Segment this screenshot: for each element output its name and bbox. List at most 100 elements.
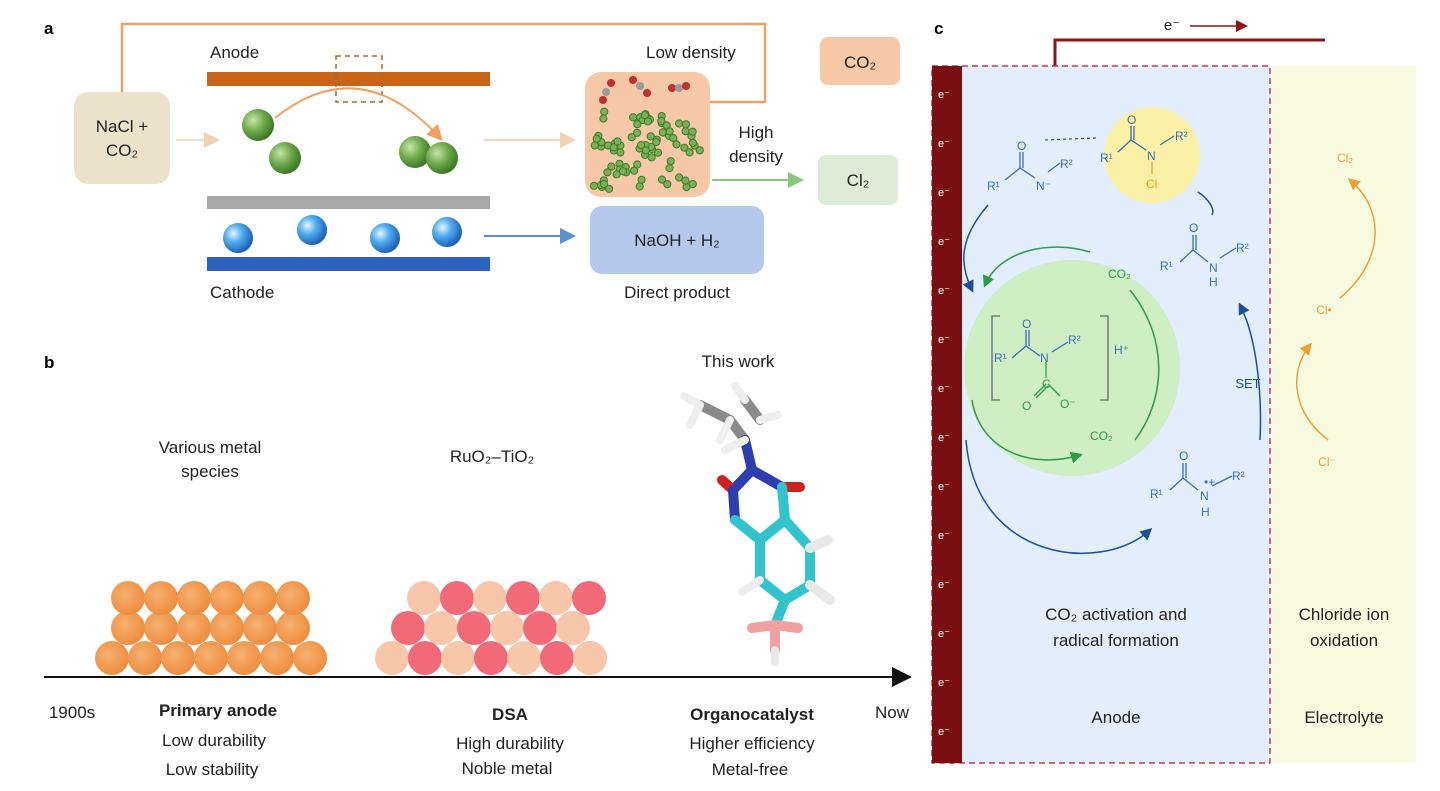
chlorine-atom-dot [607,162,616,171]
chlorine-atom-dot [672,140,681,149]
axis-end-label: Now [875,703,910,722]
atom-o-minus: O⁻ [1060,397,1076,411]
cathode-label: Cathode [210,283,274,302]
chlorine-atom-dot [646,132,655,141]
chlorine-atom-dot [647,153,656,162]
group-r2: R² [1060,157,1073,171]
atom-c: C [1042,377,1051,391]
chlorine-atom [426,142,458,174]
dsa-sphere [407,581,441,615]
chlorine-atom-dot [681,176,690,185]
chlorine-atom-dot [629,113,638,122]
ruo2-tio2-label: RuO₂–TiO₂ [450,447,534,466]
group-r1: R¹ [994,351,1007,365]
proton-label: H⁺ [1114,343,1129,357]
cl-radical-label: Cl• [1316,303,1332,317]
era-organo-line1: Higher efficiency [689,734,815,753]
cycle-arrow-top [1043,137,1097,141]
atom-o: O [1017,139,1026,153]
metal-sphere [276,581,310,615]
metal-sphere [260,641,294,675]
chlorine-atom-dot [675,119,684,128]
electron-arrow-label: e⁻ [1164,17,1180,34]
atom-o: O [1022,399,1031,413]
metal-sphere [194,641,228,675]
electron-label: e⁻ [938,138,950,150]
electron-label: e⁻ [938,334,950,346]
metal-sphere [161,641,195,675]
era-organo-line2: Metal-free [712,760,789,779]
atom-cl: Cl [1146,177,1157,191]
atom-h: H [1201,505,1210,519]
sodium-ion [370,223,400,253]
chlorine-atom-dot [637,175,646,184]
chlorine-atom-dot [675,173,684,182]
cycle-arrow-right-top [1197,191,1214,216]
group-r1: R¹ [1150,487,1163,501]
cl-minus-label: Cl⁻ [1318,455,1336,469]
atom-o: O [1022,317,1031,331]
dsa-sphere [507,641,541,675]
co2-activation-circle [964,260,1180,476]
co2-activation-line2: radical formation [1053,631,1179,650]
panel-b: b This work Various metal species RuO₂–T… [44,352,912,779]
era-dsa-line1: High durability [456,734,564,753]
chlorine-atom-dot [613,137,622,146]
chlorine-atom-dot [609,143,618,152]
chlorine-atom-dot [640,111,649,120]
low-density-label: Low density [646,43,736,62]
panel-a: a NaCl + CO₂ Anode Cathode Low density [44,19,900,302]
metal-sphere [243,581,277,615]
atom-o: O [1127,113,1136,127]
chlorine-atom-dot [653,148,663,157]
dsa-sphere [556,611,590,645]
metal-sphere [210,581,244,615]
chlorine-atom-dot [630,166,639,175]
chlorine-atom-dot [590,141,599,150]
external-wire [120,22,767,104]
electron-label: e⁻ [938,236,950,248]
atom-o: O [1189,221,1198,235]
dsa-sphere [474,641,508,675]
chlorine-atom-dot [627,133,636,142]
metal-sphere [227,641,261,675]
chloride-oxidation-line1: Chloride ion [1299,605,1390,624]
panel-label-c: c [934,19,943,38]
sodium-ion [297,215,327,245]
electron-label: e⁻ [938,579,950,591]
high-density-line1: High [739,123,774,142]
cl2-label: Cl₂ [1337,151,1353,165]
co2-out-label: CO₂ [1090,429,1113,443]
primary-anode-spheres [95,581,327,675]
era-primary-line1: Low durability [162,731,266,750]
electron-label: e⁻ [938,285,950,297]
feed-line1: NaCl + [96,117,149,136]
chlorine-atom-dot [669,134,678,143]
atom-n: N [1200,489,1209,503]
chlorine-atom-dot [641,146,650,155]
electron-label: e⁻ [938,432,950,444]
chlorine-atom-dot [695,146,704,155]
chlorine-atom-dot [599,180,609,189]
electron-label: e⁻ [938,481,950,493]
co2-box [820,37,900,85]
dsa-sphere [391,611,425,645]
era-dsa-line2: Noble metal [462,759,553,778]
radical-cation-mark: •+ [1204,475,1215,489]
group-r1: R¹ [1100,151,1113,165]
metal-sphere [210,611,244,645]
chlorine-atom-dot [688,138,698,147]
co2-activation-line1: CO₂ activation and [1045,605,1187,624]
atom-n-minus: N⁻ [1036,179,1051,193]
chlorine-atom-dot [592,134,601,143]
co2-box-label: CO₂ [844,53,876,72]
n-chloroamide: O R¹ N R² Cl [1100,113,1188,191]
group-r2: R² [1236,241,1249,255]
set-arrow [1238,302,1262,441]
chlorine-atom-dot [665,127,674,136]
anode-label: Anode [210,43,259,62]
metal-sphere [144,611,178,645]
green-arrow-right [1129,289,1160,441]
chlorine-atom-dot [612,170,621,179]
